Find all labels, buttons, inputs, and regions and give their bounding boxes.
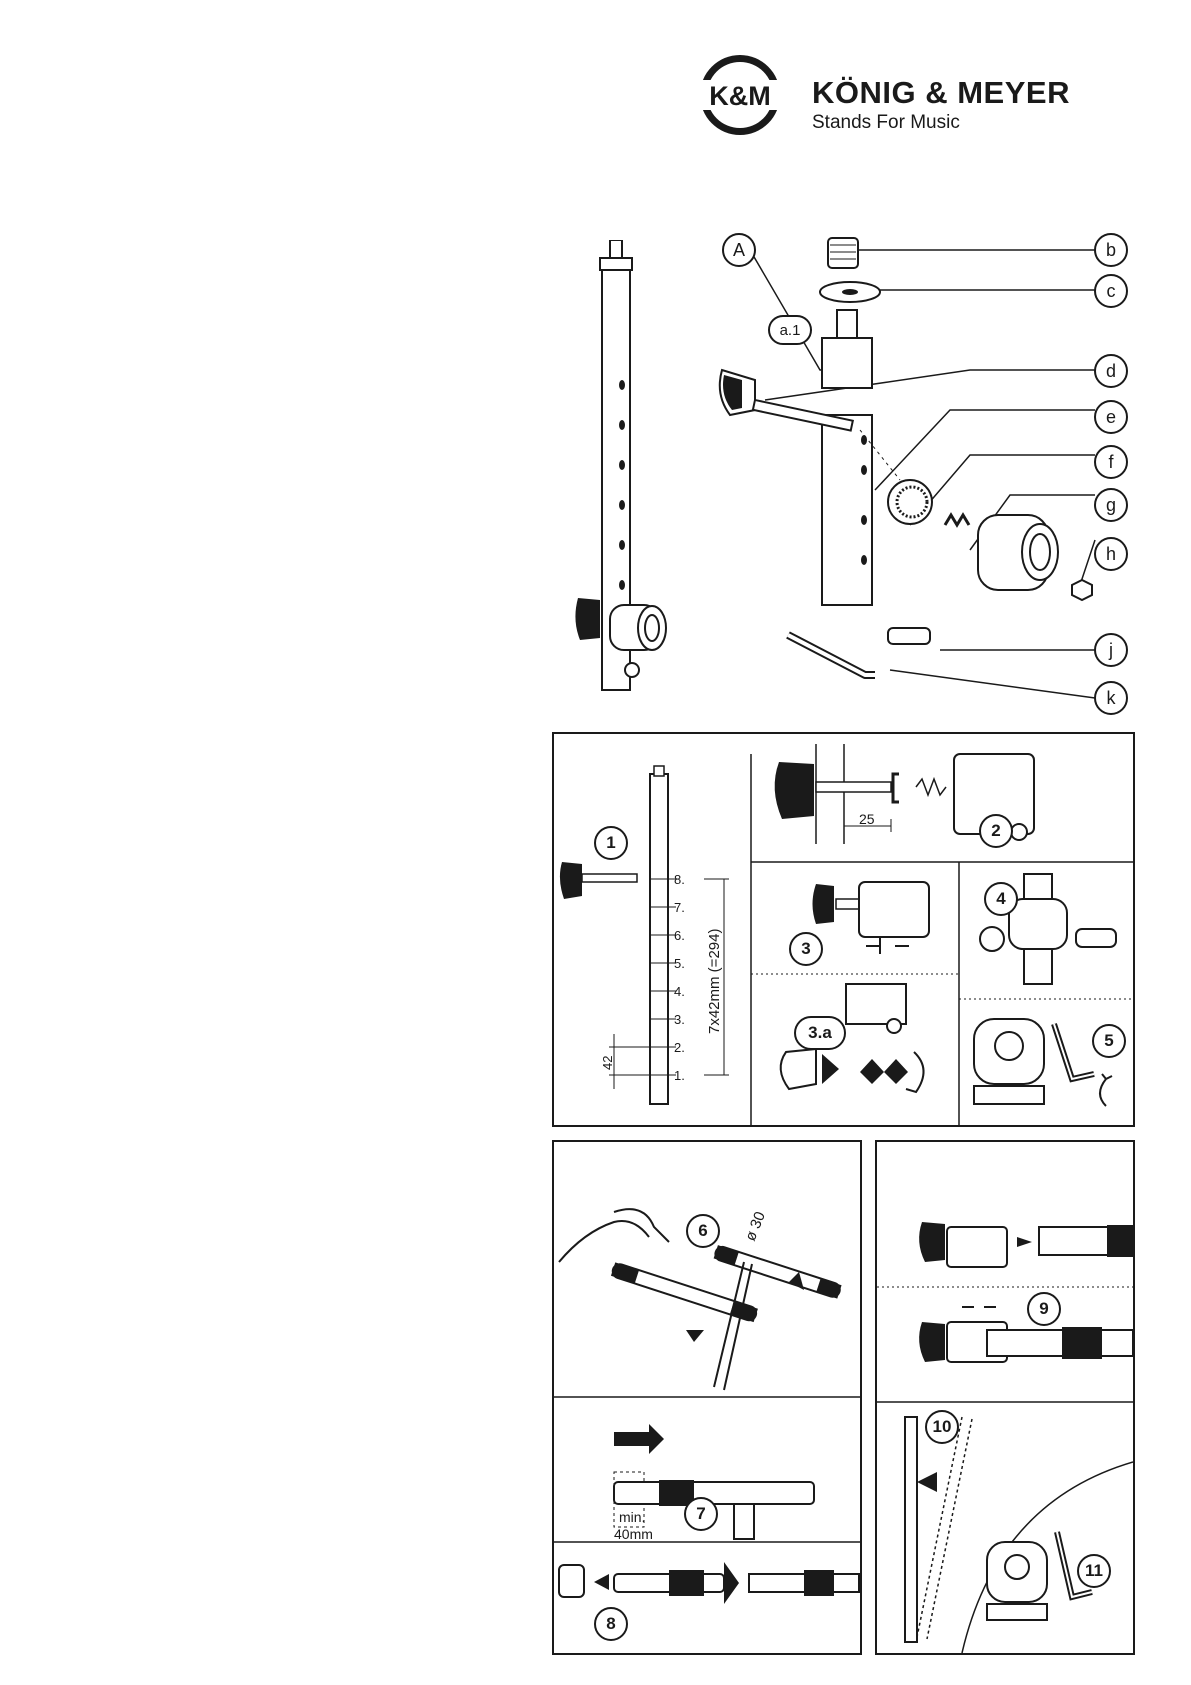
hole-spacing-label: 42 — [600, 1056, 615, 1070]
hole-label-4: 4. — [674, 984, 685, 999]
hole-label-1: 1. — [674, 1068, 685, 1083]
part-label-A: A — [722, 233, 756, 267]
step-1-badge: 1 — [594, 826, 628, 860]
hole-label-5: 5. — [674, 956, 685, 971]
tube-diameter-label: ø 30 — [742, 1209, 769, 1243]
logo-text: K&M — [709, 81, 771, 111]
step-10-badge: 10 — [925, 1410, 959, 1444]
exploded-parts-diagram — [700, 230, 1140, 710]
hole-label-3: 3. — [674, 1012, 685, 1027]
part-label-c: c — [1094, 274, 1128, 308]
part-label-e: e — [1094, 400, 1128, 434]
hole-label-8: 8. — [674, 872, 685, 887]
final-steps-panel: 9 10 11 — [875, 1140, 1135, 1655]
brand-name: KÖNIG & MEYER — [812, 75, 1070, 111]
part-label-k: k — [1094, 681, 1128, 715]
km-logo-mark: K&M — [690, 50, 800, 140]
thread-depth-label: 25 — [859, 811, 875, 827]
assembly-steps-panel: 8. 7. 6. 5. 4. 3. 2. 1. 7x42mm (=294) 42… — [552, 732, 1135, 1127]
step-3-badge: 3 — [789, 932, 823, 966]
part-label-b: b — [1094, 233, 1128, 267]
part-label-g: g — [1094, 488, 1128, 522]
step-5-badge: 5 — [1092, 1024, 1126, 1058]
step-11-badge: 11 — [1077, 1554, 1111, 1588]
min-insert-label-1: min. — [619, 1509, 645, 1525]
part-label-f: f — [1094, 445, 1128, 479]
attachment-steps-panel: ø 30 min. 40mm 6 7 8 — [552, 1140, 862, 1655]
step-7-badge: 7 — [684, 1497, 718, 1531]
assembly-steps-drawing: 8. 7. 6. 5. 4. 3. 2. 1. 7x42mm (=294) 42… — [554, 734, 1133, 1125]
hole-label-7: 7. — [674, 900, 685, 915]
step-9-badge: 9 — [1027, 1292, 1061, 1326]
total-length-label: 7x42mm (=294) — [706, 929, 723, 1034]
assembled-tube-illustration — [570, 240, 690, 700]
min-insert-label-2: 40mm — [614, 1526, 653, 1542]
step-2-badge: 2 — [979, 814, 1013, 848]
part-label-d: d — [1094, 354, 1128, 388]
step-4-badge: 4 — [984, 882, 1018, 916]
brand-logo: K&M KÖNIG & MEYER Stands For Music — [690, 50, 1130, 140]
part-label-a1: a.1 — [768, 315, 812, 345]
step-8-badge: 8 — [594, 1607, 628, 1641]
hole-label-6: 6. — [674, 928, 685, 943]
part-label-j: j — [1094, 633, 1128, 667]
step-3a-badge: 3.a — [794, 1016, 846, 1050]
brand-slogan: Stands For Music — [812, 112, 960, 134]
step-6-badge: 6 — [686, 1214, 720, 1248]
hole-label-2: 2. — [674, 1040, 685, 1055]
part-label-h: h — [1094, 537, 1128, 571]
